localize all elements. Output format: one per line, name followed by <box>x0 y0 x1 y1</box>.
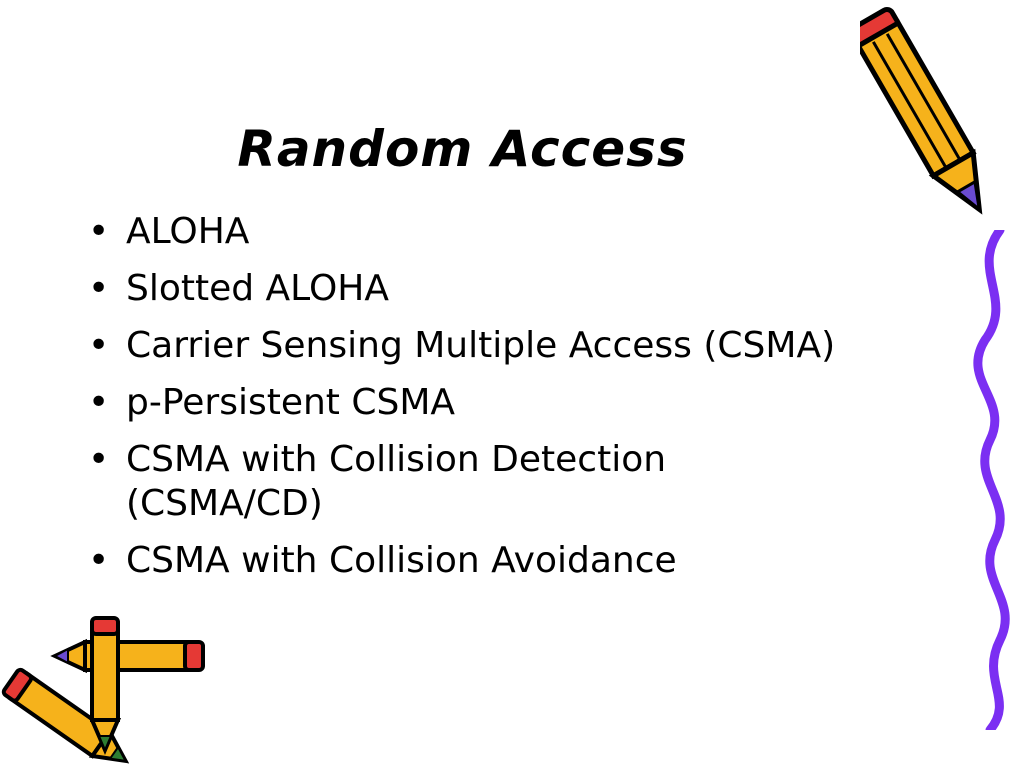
bullet-dot: • <box>88 439 110 480</box>
bullet-text: Carrier Sensing Multiple Access (CSMA) <box>126 325 836 366</box>
bullet-item: • CSMA with Collision Detection (CSMA/CD) <box>88 438 848 526</box>
bullet-dot: • <box>88 540 110 581</box>
bullet-text: Slotted ALOHA <box>126 268 389 309</box>
bullet-text: ALOHA <box>126 211 250 252</box>
bullet-text: p-Persistent CSMA <box>126 382 456 423</box>
pencils-bottom-left-icon <box>1 616 205 764</box>
bullet-dot: • <box>88 211 110 252</box>
bullet-dot: • <box>88 325 110 366</box>
bullet-item: • p-Persistent CSMA <box>88 381 848 425</box>
bullet-text: CSMA with Collision Avoidance <box>126 540 677 581</box>
slide-title: Random Access <box>237 120 688 178</box>
pencil-top-right-icon <box>860 7 983 215</box>
bullet-list: • ALOHA • Slotted ALOHA • Carrier Sensing M… <box>88 210 848 596</box>
bullet-item: • Carrier Sensing Multiple Access (CSMA) <box>88 324 848 368</box>
squiggle-line-icon <box>973 230 1010 730</box>
bullet-dot: • <box>88 382 110 423</box>
bullet-item: • Slotted ALOHA <box>88 267 848 311</box>
bullet-text: CSMA with Collision Detection (CSMA/CD) <box>126 439 667 524</box>
bullet-item: • CSMA with Collision Avoidance <box>88 539 848 583</box>
bullet-dot: • <box>88 268 110 309</box>
bullet-item: • ALOHA <box>88 210 848 254</box>
pencil-tip <box>954 179 982 213</box>
